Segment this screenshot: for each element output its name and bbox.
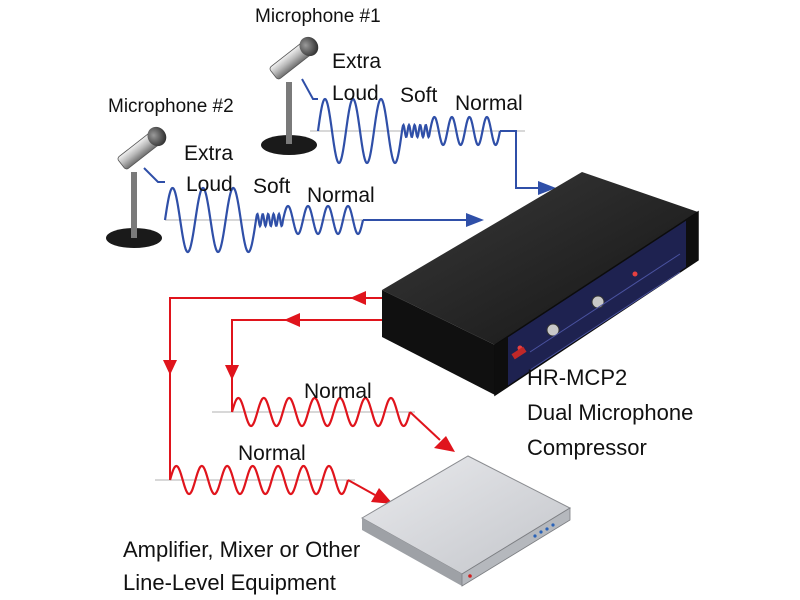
device-name-line-1: HR-MCP2	[527, 365, 627, 390]
device-knob-right	[591, 295, 605, 309]
device-panel-detail-a	[529, 253, 681, 353]
box-front-face	[461, 507, 571, 587]
mic2-normal-label: Normal	[307, 184, 375, 207]
mic1-normal-label: Normal	[455, 92, 523, 115]
lower-output-label: Normal	[238, 442, 306, 465]
mic1-arrowhead	[538, 181, 556, 195]
destination-line-2: Line-Level Equipment	[123, 570, 336, 595]
lower-output-wave	[168, 464, 350, 496]
device-top-face	[382, 172, 698, 345]
output-routing-lines	[169, 297, 441, 496]
box-led-1	[468, 574, 472, 578]
mic2-arrowhead	[466, 213, 484, 227]
upper-output-to-box	[409, 411, 441, 441]
upper-box-arrowhead	[434, 436, 455, 452]
mic1-extra-label: Extra	[332, 50, 381, 73]
outer-output-route	[169, 297, 382, 480]
mic-connection-lines	[143, 78, 540, 221]
mic1-soft-label: Soft	[400, 84, 438, 107]
microphone-2	[106, 126, 167, 248]
device-knob-left	[546, 323, 560, 337]
device-left-face	[382, 290, 495, 395]
mic2-signal-wave	[163, 186, 365, 254]
destination-line-1: Amplifier, Mixer or Other	[123, 537, 360, 562]
outer-route-arrow-down	[163, 360, 177, 375]
device-right-bezel	[686, 212, 698, 268]
device-panel-detail-b	[529, 271, 681, 371]
device-name-line-3: Compressor	[527, 435, 647, 460]
mic2-stand-pole	[131, 172, 137, 238]
mic1-cable	[301, 78, 318, 100]
mic1-signal-wave	[316, 97, 502, 165]
device-led-2	[632, 271, 638, 277]
box-left-face	[362, 518, 462, 586]
mic1-stand-base	[261, 135, 317, 155]
lower-box-arrowhead	[371, 488, 393, 504]
mic1-stand-pole	[286, 82, 292, 144]
mic1-body	[269, 36, 319, 80]
microphone-1	[261, 36, 319, 155]
inner-output-route	[231, 319, 382, 412]
inner-route-arrow-down	[225, 365, 239, 380]
device-name-line-2: Dual Microphone	[527, 400, 693, 425]
inner-route-arrow-left	[284, 313, 300, 327]
outer-route-arrow-left	[350, 291, 366, 305]
box-top-face	[360, 455, 572, 575]
upper-output-wave	[230, 396, 412, 428]
mic2-soft-label: Soft	[253, 175, 291, 198]
mic1-loud-label: Loud	[332, 82, 379, 105]
amplifier-mixer-box	[360, 455, 572, 587]
mic2-loud-label: Loud	[186, 173, 233, 196]
mic2-cable	[143, 167, 165, 183]
mic2-extra-label: Extra	[184, 142, 233, 165]
lower-output-to-box	[347, 479, 376, 496]
mic2-label: Microphone #2	[108, 96, 234, 117]
hr-mcp2-device	[382, 172, 699, 397]
mic1-to-device-line	[500, 130, 540, 189]
box-front-buttons	[533, 523, 555, 538]
device-front-bezel	[495, 337, 508, 395]
upper-output-label: Normal	[304, 380, 372, 403]
mic2-body	[117, 126, 167, 170]
mic1-label: Microphone #1	[255, 6, 381, 27]
device-logo-badge	[511, 346, 527, 360]
